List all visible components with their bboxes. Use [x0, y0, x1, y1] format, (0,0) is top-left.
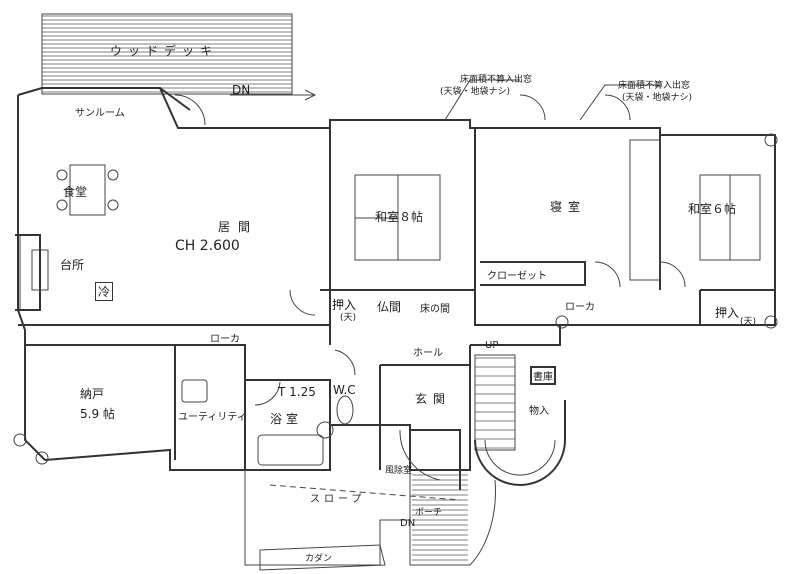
washitsu6-label: 和室６帖	[688, 202, 737, 216]
utility-label: ユーティリティ	[178, 412, 247, 423]
corridor1-label: ローカ	[210, 334, 240, 345]
oshiire1-sub: (天)	[340, 313, 357, 323]
dining-label: 食堂	[63, 185, 88, 199]
fridge-label: 冷	[95, 282, 114, 301]
oshiire2-label: 押入	[715, 306, 740, 320]
oshiire1-label: 押入	[332, 298, 357, 312]
butsuma-label: 仏間	[377, 300, 402, 314]
windbreak-label: 風除室	[385, 466, 413, 476]
bath-size-label: T 1.25	[278, 385, 316, 399]
oshiire2-sub: (天)	[740, 317, 757, 327]
dining-table	[56, 164, 119, 216]
kitchen-label: 台所	[60, 258, 85, 272]
storage-size-label: 5.9 帖	[80, 407, 115, 421]
entrance-label: 玄関	[415, 392, 452, 406]
washitsu8-label: 和室８帖	[375, 210, 424, 224]
bay-window-note-1: 床面積不算入出窓	[460, 75, 533, 85]
bedroom-label: 寝室	[550, 200, 587, 214]
sunroom-label: サンルーム	[75, 108, 125, 119]
flowerbed-label: カダン	[305, 554, 333, 564]
tatami-lines	[354, 139, 761, 281]
bay-window-note-2-sub: (天袋・地袋ナシ)	[622, 93, 693, 103]
wc-label: W.C	[333, 383, 356, 397]
slope-label: スロープ	[310, 494, 366, 505]
ceiling-height-label: CH 2.600	[175, 238, 240, 254]
wood-deck-hatching	[41, 13, 293, 95]
bath-label: 浴室	[270, 412, 303, 426]
library-label: 書庫	[530, 366, 556, 385]
porch-area	[244, 470, 496, 571]
tokonoma-label: 床の間	[420, 304, 450, 315]
porch-dn-label: DN	[400, 518, 416, 529]
corridor2-label: ローカ	[565, 302, 595, 313]
columns	[13, 133, 778, 465]
hall-label: ホール	[413, 348, 443, 359]
bay-window-note-2: 床面積不算入出窓	[618, 81, 691, 91]
up-label: UP	[485, 340, 499, 351]
annotation-leaders	[230, 79, 660, 121]
wood-deck-label: ウッドデッキ	[110, 44, 219, 58]
closet-label: クローゼット	[487, 271, 547, 282]
fixtures	[181, 379, 354, 466]
living-label: 居間	[218, 220, 259, 234]
deck-dn-label: DN	[232, 83, 251, 97]
staircase	[474, 354, 566, 486]
porch-label: ポーチ	[415, 508, 443, 518]
storage-label: 納戸	[80, 387, 105, 401]
outer-walls	[15, 87, 776, 490]
door-swings	[174, 94, 686, 481]
closet2-label: 物入	[529, 406, 549, 417]
bay-window-note-1-sub: (天袋・地袋ナシ)	[440, 87, 511, 97]
